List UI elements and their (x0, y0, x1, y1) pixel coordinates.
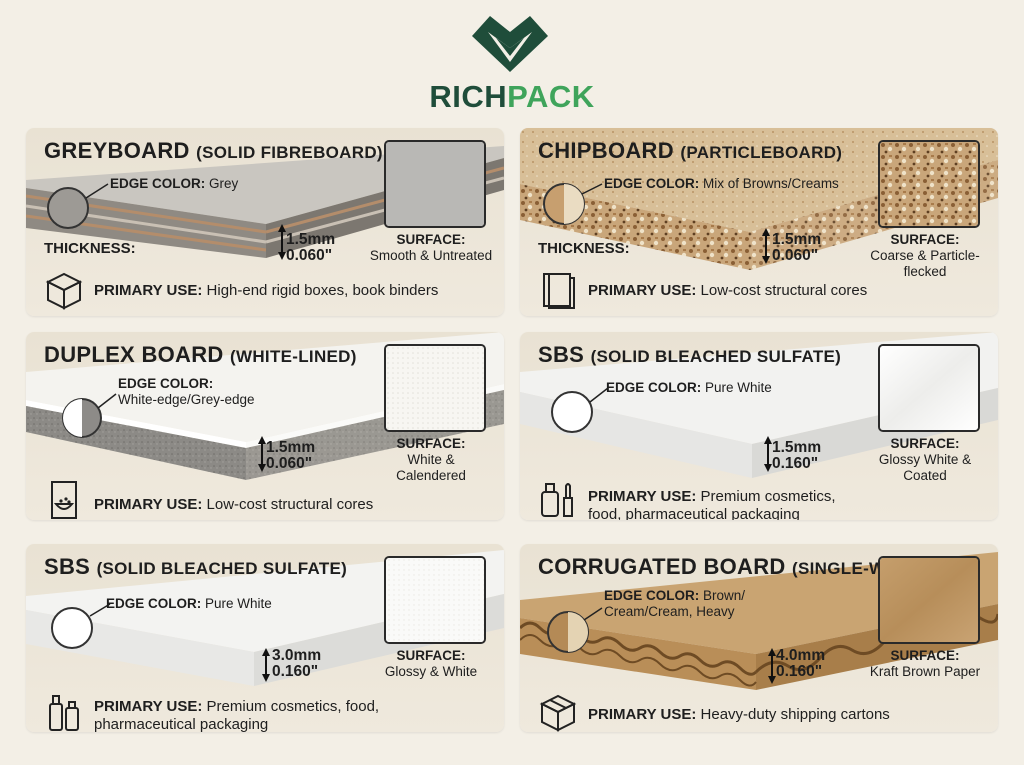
panel-title: CHIPBOARD (PARTICLEBOARD) (538, 138, 843, 163)
surface-swatch (384, 556, 486, 644)
edge-color-label: EDGE COLOR: Mix of Browns/Creams (604, 176, 839, 191)
surface-swatch (878, 344, 980, 432)
surface-description: SURFACE:Glossy White &Coated (878, 436, 972, 483)
panel-sbs-3-0mm: SBS (SOLID BLEACHED SULFATE) EDGE COLOR:… (26, 544, 504, 732)
primary-use: PRIMARY USE: Low-cost structural cores (588, 282, 868, 299)
book-icon (543, 273, 575, 309)
panel-duplex-board: DUPLEX BOARD (WHITE-LINED) EDGE COLOR:Wh… (26, 332, 504, 520)
cereal-box-icon (51, 481, 77, 519)
surface-description: SURFACE:Coarse & Particle-flecked (870, 232, 980, 279)
surface-description: SURFACE:Kraft Brown Paper (869, 648, 981, 679)
edge-color-label: EDGE COLOR: Grey (110, 176, 239, 191)
bottles-icon (49, 695, 79, 731)
surface-swatch (878, 556, 980, 644)
edge-color-label: EDGE COLOR: Pure White (106, 596, 272, 611)
brand-name: RICHPACK (429, 79, 595, 114)
panel-title: GREYBOARD (SOLID FIBREBOARD) (44, 138, 383, 163)
surface-description: SURFACE:White &Calendered (396, 436, 466, 483)
edge-color-label: EDGE COLOR: Brown/Cream/Cream, Heavy (604, 588, 746, 619)
panel-sbs-1-5mm: SBS (SOLID BLEACHED SULFATE) EDGE COLOR:… (520, 332, 998, 520)
panel-greyboard: GREYBOARD (SOLID FIBREBOARD) EDGE COLOR:… (26, 128, 504, 316)
surface-description: SURFACE:Glossy & White (384, 648, 478, 679)
primary-use: PRIMARY USE: Low-cost structural cores (94, 496, 374, 513)
panel-corrugated-board: CORRUGATED BOARD (SINGLE-WALL) EDGE COLO… (520, 544, 998, 732)
surface-swatch (384, 140, 486, 228)
primary-use: PRIMARY USE: High-end rigid boxes, book … (94, 282, 439, 299)
surface-swatch (384, 344, 486, 432)
panel-title: SBS (SOLID BLEACHED SULFATE) (44, 554, 348, 579)
thickness-label: THICKNESS: (538, 240, 630, 257)
panel-title: DUPLEX BOARD (WHITE-LINED) (44, 342, 357, 367)
edge-color-label: EDGE COLOR: Pure White (606, 380, 772, 395)
panel-chipboard: CHIPBOARD (PARTICLEBOARD) EDGE COLOR: Mi… (520, 128, 998, 316)
panel-title: CORRUGATED BOARD (SINGLE-WALL) (538, 554, 925, 579)
edge-color-label: EDGE COLOR:White-edge/Grey-edge (118, 376, 255, 407)
shipping-box-icon (539, 694, 577, 732)
primary-use: PRIMARY USE: Heavy-duty shipping cartons (588, 706, 890, 723)
cosmetics-icon (541, 483, 573, 517)
panel-title: SBS (SOLID BLEACHED SULFATE) (538, 342, 842, 367)
primary-use: PRIMARY USE: Premium cosmetics,food, pha… (588, 488, 836, 520)
surface-swatch (878, 140, 980, 228)
richpack-logo-icon (472, 16, 548, 72)
surface-description: SURFACE:Smooth & Untreated (369, 232, 493, 263)
thickness-label: THICKNESS: (44, 240, 136, 257)
primary-use: PRIMARY USE: Premium cosmetics, food,pha… (94, 698, 380, 732)
box-icon (45, 272, 83, 310)
